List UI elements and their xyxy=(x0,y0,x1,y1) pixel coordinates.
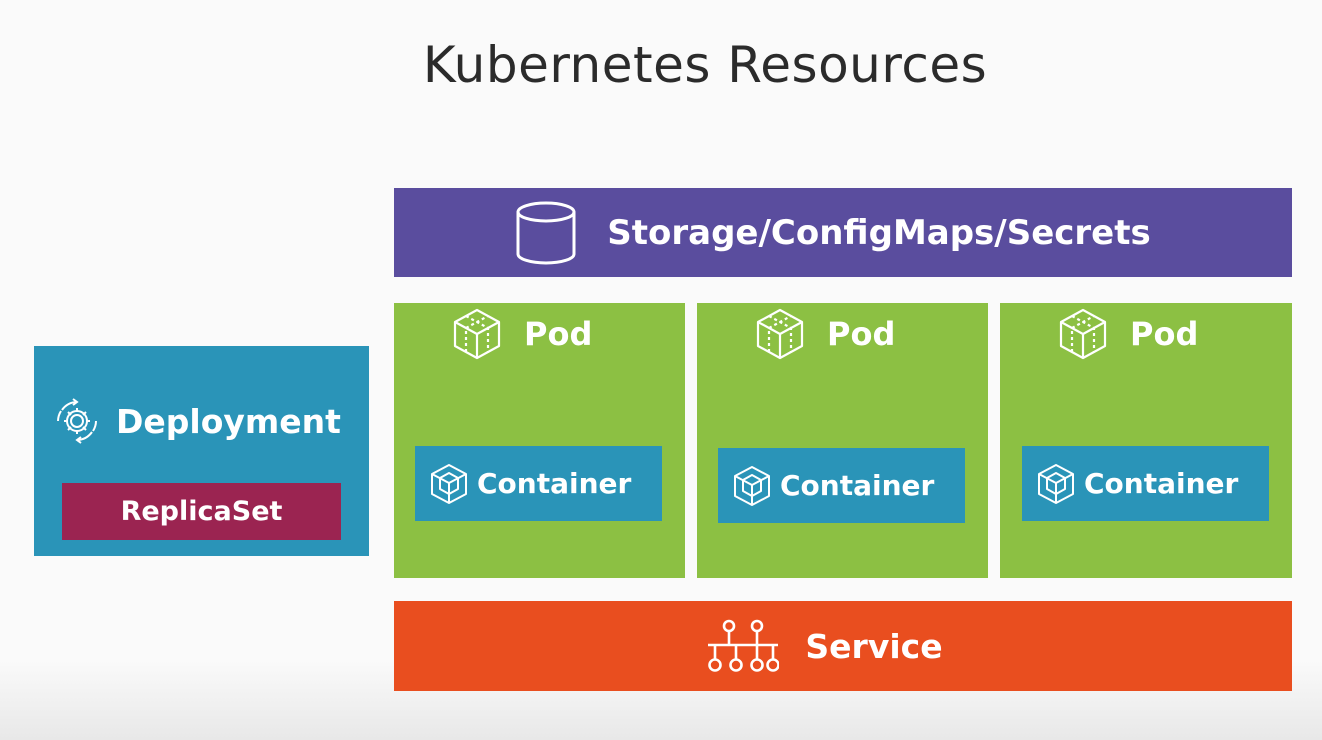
pod-label: Pod xyxy=(827,315,896,353)
container-box: Container xyxy=(718,448,965,523)
gear-cycle-icon xyxy=(57,398,97,444)
container-cube-icon xyxy=(734,465,770,506)
pod-label: Pod xyxy=(524,315,593,353)
pod-box: Pod Container xyxy=(394,303,685,578)
pod-label: Pod xyxy=(1130,315,1199,353)
pod-header: Pod xyxy=(755,308,895,360)
service-label: Service xyxy=(805,626,943,666)
network-tree-icon xyxy=(708,619,780,672)
container-label: Container xyxy=(477,467,632,500)
cube-icon xyxy=(1059,308,1107,360)
deployment-label: Deployment xyxy=(116,401,341,441)
database-cylinder-icon xyxy=(516,201,576,264)
cube-icon xyxy=(453,308,501,360)
container-cube-icon xyxy=(1038,463,1074,504)
cube-icon xyxy=(756,308,804,360)
replicaset-box: ReplicaSet xyxy=(62,483,341,540)
pod-box: Pod Container xyxy=(1000,303,1292,578)
service-bar: Service xyxy=(394,601,1292,691)
container-box: Container xyxy=(415,446,662,521)
pod-box: Pod Container xyxy=(697,303,988,578)
container-cube-icon xyxy=(431,463,467,504)
storage-configmaps-secrets-bar: Storage/ConfigMaps/Secrets xyxy=(394,188,1292,277)
container-box: Container xyxy=(1022,446,1269,521)
container-label: Container xyxy=(1084,467,1239,500)
deployment-box: Deployment ReplicaSet xyxy=(34,346,369,556)
deployment-header: Deployment xyxy=(52,396,341,446)
storage-label: Storage/ConfigMaps/Secrets xyxy=(607,212,1151,253)
replicaset-label: ReplicaSet xyxy=(120,496,283,527)
slide-title: Kubernetes Resources xyxy=(422,36,988,94)
pod-header: Pod xyxy=(1058,308,1198,360)
pod-header: Pod xyxy=(452,308,592,360)
container-label: Container xyxy=(780,469,935,502)
